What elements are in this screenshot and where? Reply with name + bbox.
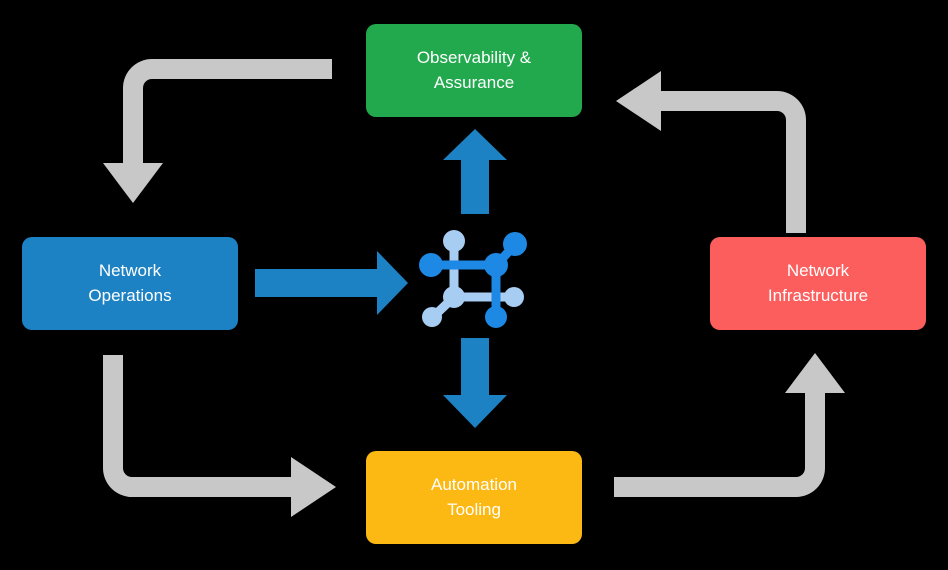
connector-center-to-observability bbox=[443, 129, 507, 214]
node-box-network-operations[interactable]: Network Operations bbox=[22, 237, 238, 330]
node-box-network-infrastructure[interactable]: Network Infrastructure bbox=[710, 237, 926, 330]
node-box-observability[interactable]: Observability & Assurance bbox=[366, 24, 582, 117]
topology-nodes-dark bbox=[419, 232, 527, 328]
node-label-automation-tooling: Automation Tooling bbox=[431, 474, 517, 519]
connector-network-operations-to-automation-tooling bbox=[103, 355, 336, 517]
topology-links-light bbox=[427, 236, 519, 321]
node-box-automation-tooling[interactable]: Automation Tooling bbox=[366, 451, 582, 544]
node-label-network-operations: Network Operations bbox=[88, 260, 172, 305]
connector-automation-tooling-to-network-infrastructure bbox=[614, 353, 845, 497]
connector-network-operations-to-center bbox=[255, 251, 408, 315]
connector-network-infrastructure-to-observability bbox=[616, 71, 806, 233]
topology-nodes-light bbox=[422, 230, 524, 327]
connector-observability-to-network-operations bbox=[103, 59, 332, 203]
network-topology-icon bbox=[419, 230, 527, 328]
connector-center-to-automation-tooling bbox=[443, 338, 507, 428]
node-label-network-infrastructure: Network Infrastructure bbox=[767, 260, 869, 305]
node-label-observability: Observability & Assurance bbox=[416, 47, 532, 92]
